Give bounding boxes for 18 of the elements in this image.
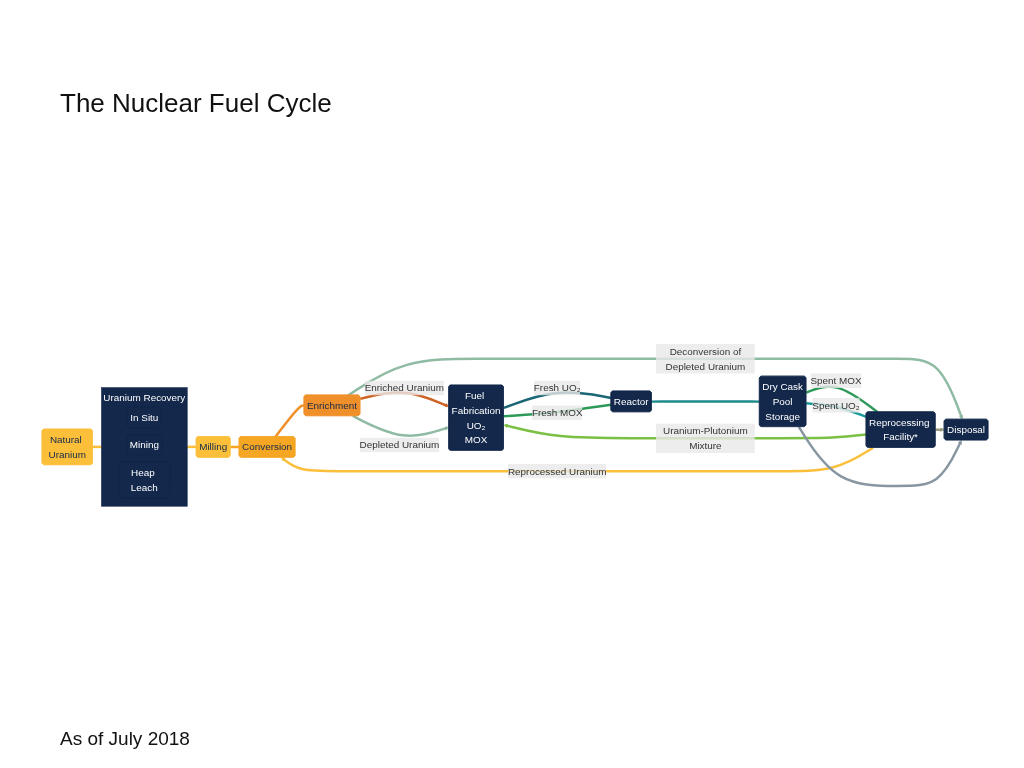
node-text: In Situ — [130, 411, 159, 423]
edge-label: Spent UO₂ — [812, 399, 860, 411]
connector — [274, 404, 305, 438]
edge-label: Deconversion of Depleted Uranium — [665, 345, 746, 372]
edge-label: Reprocessed Uranium — [507, 465, 607, 477]
edge-label: Uranium-Plutonium Mixture — [663, 425, 748, 451]
caption: As of July 2018 — [60, 728, 190, 750]
edge-label: Fresh UO₂ — [533, 382, 581, 394]
connector — [651, 400, 760, 403]
connector — [805, 385, 879, 413]
node-text: Heap Leach — [130, 467, 158, 493]
arrow — [352, 414, 450, 437]
node-text: Mining — [129, 439, 159, 451]
edge-label: Enriched Uranium — [364, 382, 444, 394]
edge-label: Spent MOX — [810, 375, 862, 386]
edge-label: Fresh MOX — [531, 407, 583, 419]
diagram-title: The Nuclear Fuel Cycle — [60, 88, 332, 119]
edge-label: Depleted Uranium — [359, 439, 440, 451]
